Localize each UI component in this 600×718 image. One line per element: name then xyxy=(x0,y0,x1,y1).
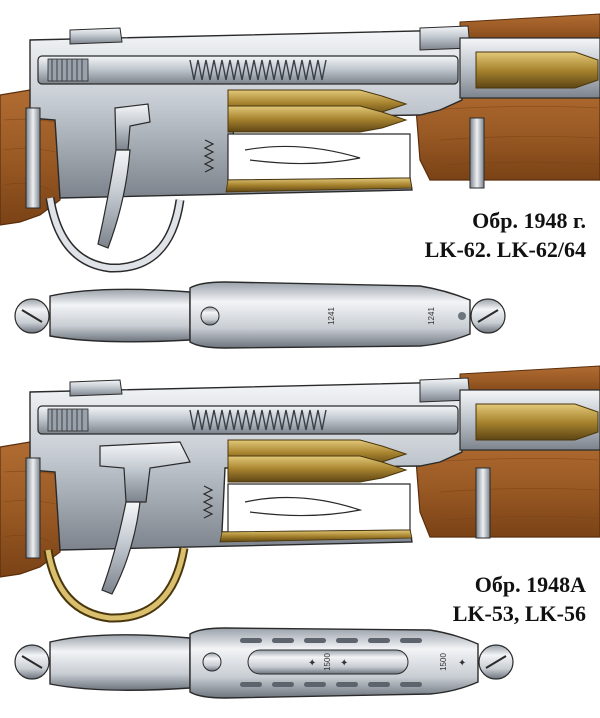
rear-guard-screw xyxy=(25,457,41,559)
front-guard-screw xyxy=(469,117,485,189)
model-designation: Обр. 1948 г. xyxy=(472,208,586,233)
caption-1948a: Обр. 1948А LK-53, LK-56 xyxy=(453,570,586,628)
plate-body xyxy=(189,281,471,349)
rifle-figure-1948: 1241 1241 Обр. 1948 г. LK-62. LK-62/64 xyxy=(0,13,600,349)
trigger-guard-inner xyxy=(45,547,187,621)
action-cutaway-1948a: 1500 1500 ✦ ✦ ✦ xyxy=(0,365,600,699)
sear xyxy=(99,441,191,503)
plate-trigger-guard-bow xyxy=(49,288,191,343)
plate-mark: 1241 xyxy=(327,307,336,325)
mainspring xyxy=(189,409,327,431)
front-guard-screw xyxy=(475,467,491,539)
floorplate-edge xyxy=(219,529,413,543)
model-designation: Обр. 1948А xyxy=(474,572,586,597)
rear-bridge xyxy=(69,379,123,397)
rear-bridge xyxy=(69,27,123,45)
magazine-catch-spring xyxy=(202,485,214,519)
plate-center-panel xyxy=(247,649,409,675)
chambered-cartridge xyxy=(475,403,599,441)
plate-mark: 1500 xyxy=(439,653,448,671)
bottom-plate-1948: 1241 1241 xyxy=(14,281,506,349)
plate-star-mark: ✦ xyxy=(458,658,466,669)
knurl-lines xyxy=(51,409,83,431)
trigger xyxy=(97,149,131,249)
magazine-box xyxy=(227,133,411,181)
bolt-knurl xyxy=(47,408,89,432)
trigger-guard-inner xyxy=(47,197,183,272)
plate-pin xyxy=(200,306,220,326)
variant-list: LK-53, LK-56 xyxy=(452,601,586,626)
plate-mark: 1241 xyxy=(427,307,436,325)
plate-mark: 1500 xyxy=(323,653,332,671)
rifle-figure-1948a: 1500 1500 ✦ ✦ ✦ Обр. 1948А LK-53, LK-56 xyxy=(0,362,600,718)
magazine-cartridges xyxy=(227,439,408,483)
caption-1948: Обр. 1948 г. LK-62. LK-62/64 xyxy=(425,206,586,264)
magazine-cartridges xyxy=(227,89,408,133)
plate-star-mark: ✦ xyxy=(340,658,348,669)
variant-list: LK-62. LK-62/64 xyxy=(424,237,586,262)
plate-release-button xyxy=(458,312,466,320)
knurl-lines xyxy=(51,59,83,81)
floorplate-edge xyxy=(225,177,413,193)
plate-trigger-guard-bow xyxy=(49,634,191,691)
magazine-follower-spring xyxy=(244,145,361,165)
plate-pin xyxy=(202,652,222,672)
action-cutaway-1948: 1241 1241 xyxy=(0,13,600,349)
trigger xyxy=(101,501,141,595)
magazine-box xyxy=(227,483,411,533)
plate-star-mark: ✦ xyxy=(308,658,316,669)
bottom-plate-1948a: 1500 1500 ✦ ✦ ✦ xyxy=(14,627,514,699)
bolt-knurl xyxy=(47,58,89,82)
magazine-follower-spring xyxy=(244,496,363,517)
rear-guard-screw xyxy=(25,107,41,209)
magazine-catch-spring xyxy=(203,139,215,173)
mainspring xyxy=(189,59,327,81)
plate-slots xyxy=(240,638,422,687)
chambered-cartridge xyxy=(475,51,599,89)
